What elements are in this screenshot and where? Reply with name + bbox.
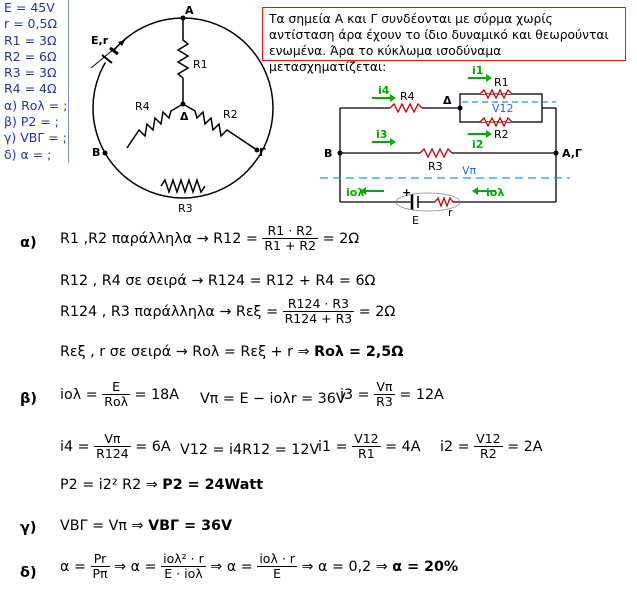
eq-b2: Vπ = E − iολr = 36V xyxy=(200,391,346,407)
eq-a2: R12 , R4 σε σειρά → R124 = R12 + R4 = 6Ω xyxy=(60,273,376,289)
r-label: r xyxy=(448,206,453,219)
R1-label: R1 xyxy=(193,58,208,71)
R4-label: R4 xyxy=(400,90,415,103)
given-item: α) Rολ = ; xyxy=(4,97,68,113)
i3-label: i3 xyxy=(376,128,387,141)
R3-label: R3 xyxy=(178,202,193,215)
i1-label: i1 xyxy=(472,64,483,77)
star-circuit-diagram: A E,r R1 R4 R2 Δ B Γ R3 xyxy=(90,4,274,215)
given-item: E = 45V xyxy=(4,0,55,15)
R4-label: R4 xyxy=(135,100,150,113)
given-item: r = 0,5Ω xyxy=(4,16,57,32)
given-item: R3 = 3Ω xyxy=(4,65,57,81)
part-d-label: δ) xyxy=(20,565,37,581)
node-G-label: Γ xyxy=(259,146,266,159)
eq-c1: VΒΓ = Vπ ⇒ VΒΓ = 36V xyxy=(60,518,233,534)
part-b-label: β) xyxy=(20,391,38,407)
note-box: Τα σημεία Α και Γ συνδέονται με σύρμα χω… xyxy=(262,7,626,74)
V12-label: V12 xyxy=(492,102,514,115)
node-D-label: Δ xyxy=(180,110,189,123)
node-A-label: A xyxy=(185,4,194,17)
eq-b8: P2 = i2² R2 ⇒ P2 = 24Watt xyxy=(60,477,264,493)
given-item: R2 = 6Ω xyxy=(4,48,57,64)
given-item: β) P2 = ; xyxy=(4,114,59,130)
equivalent-circuit-diagram: i4 R4 Δ i1 R1 V12 i2 R2 B A,Γ i3 R3 Vπ i… xyxy=(320,64,582,227)
given-item: γ) VΒΓ = ; xyxy=(4,130,67,146)
i4-label: i4 xyxy=(378,84,390,97)
E-label: E xyxy=(412,214,419,227)
battery-label: E,r xyxy=(91,34,109,47)
given-values: E = 45V r = 0,5Ω R1 = 3Ω R2 = 6Ω R3 = 3Ω… xyxy=(4,0,69,163)
given-item: δ) α = ; xyxy=(4,146,52,162)
eq-b5: V12 = i4R12 = 12V xyxy=(180,442,320,458)
part-c-label: γ) xyxy=(20,520,37,536)
iol-label-right: iολ xyxy=(486,186,504,199)
R2-label: R2 xyxy=(223,108,238,121)
node-AG-label: A,Γ xyxy=(562,147,582,160)
node-D-label: Δ xyxy=(443,94,452,107)
R1-label: R1 xyxy=(494,76,509,89)
given-item: R1 = 3Ω xyxy=(4,32,57,48)
given-item: R4 = 4Ω xyxy=(4,81,57,97)
i2-label: i2 xyxy=(472,138,483,151)
eq-a4: Rεξ , r σε σειρά → Rολ = Rεξ + r ⇒ Rολ =… xyxy=(60,344,404,360)
R2-label: R2 xyxy=(494,128,509,141)
part-a-label: α) xyxy=(20,235,37,251)
Vp-label: Vπ xyxy=(462,164,477,177)
plus-label: + xyxy=(402,186,411,199)
R3-label: R3 xyxy=(428,160,443,173)
node-B-label: B xyxy=(324,147,332,160)
iol-label-left: iολ xyxy=(346,186,364,199)
node-B-label: B xyxy=(92,146,100,159)
